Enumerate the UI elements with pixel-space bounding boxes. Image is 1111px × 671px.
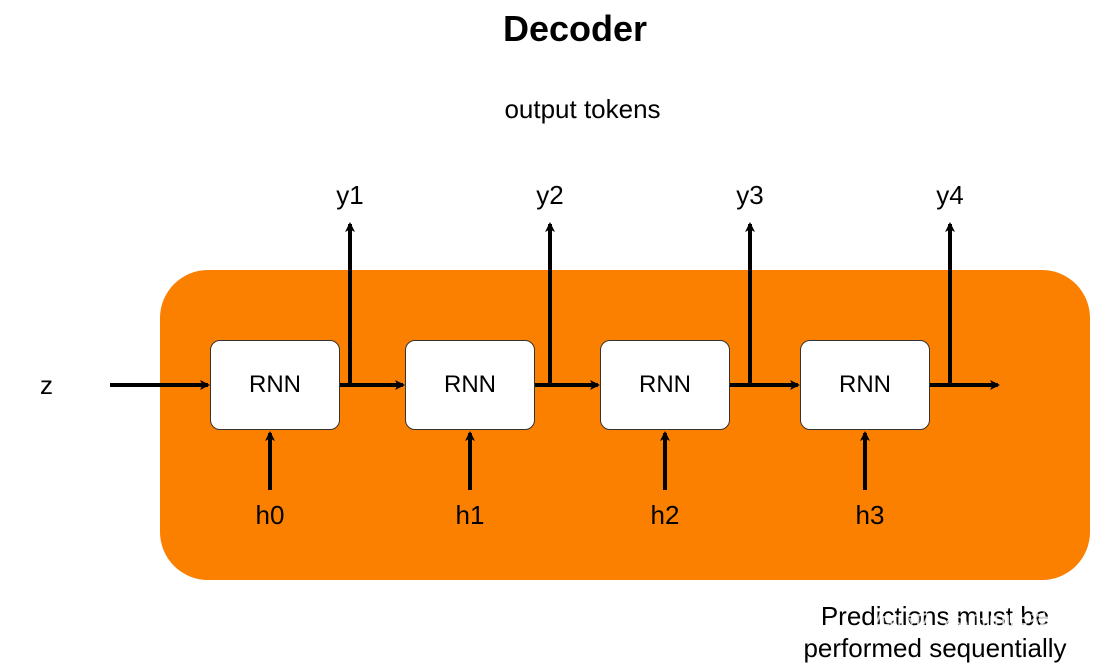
rnn-cell-4: RNN — [800, 340, 930, 430]
input-label-z: z — [40, 370, 53, 400]
rnn-cell-1: RNN — [210, 340, 340, 430]
watermark: 知乎 @咖啡猫 — [875, 611, 1059, 642]
hidden-label-h1: h1 — [455, 500, 485, 530]
output-tokens-label: output tokens — [504, 94, 661, 124]
output-label-y3: y3 — [736, 180, 764, 210]
hidden-label-h3: h3 — [855, 500, 885, 530]
sequential-note: Predictions must be performed sequential… — [803, 601, 1067, 663]
hidden-label-h2: h2 — [650, 500, 680, 530]
output-label-y4: y4 — [936, 180, 964, 210]
hidden-label-h0: h0 — [255, 500, 285, 530]
output-label-y1: y1 — [336, 180, 364, 210]
diagram-title: Decoder — [502, 8, 648, 49]
rnn-cell-3: RNN — [600, 340, 730, 430]
output-label-y2: y2 — [536, 180, 564, 210]
rnn-cell-2: RNN — [405, 340, 535, 430]
